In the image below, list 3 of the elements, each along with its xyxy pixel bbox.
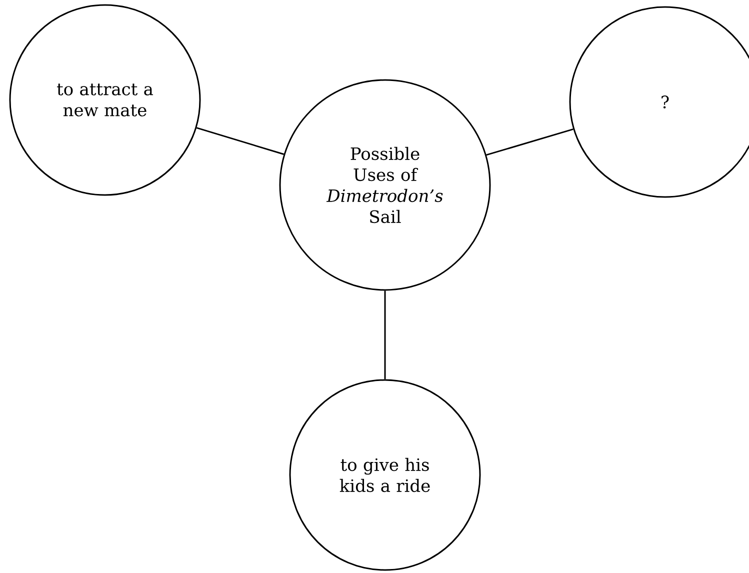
connector-line <box>486 128 574 156</box>
connector-line <box>196 127 284 155</box>
connector-line <box>384 290 386 380</box>
